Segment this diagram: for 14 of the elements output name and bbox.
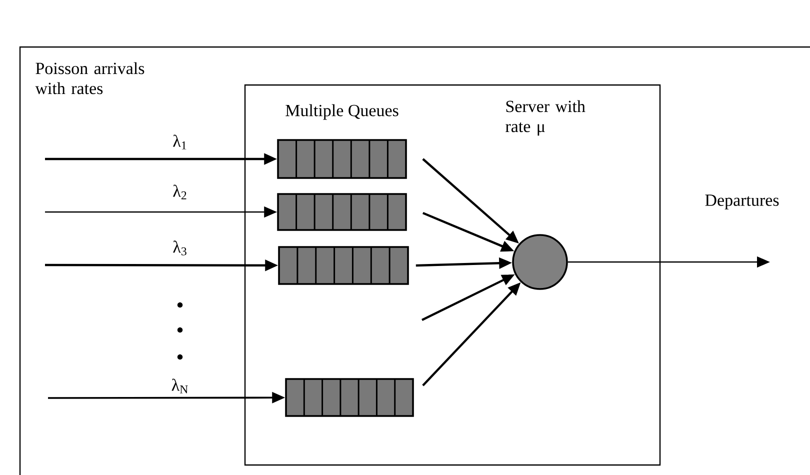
server-circle <box>512 234 568 290</box>
edge-label: λ$_{1}$ <box>173 134 186 150</box>
edge-label: λ$_{3}$ <box>173 240 186 256</box>
edge-label: λ$_{2}$ <box>173 184 186 200</box>
edge-label: Departures <box>705 194 779 210</box>
edge-label: λ$_{N}$ <box>172 378 188 394</box>
queue-drawing <box>278 246 409 285</box>
queue-drawing <box>277 139 407 179</box>
system-box <box>244 84 661 466</box>
queue-drawing <box>277 193 407 231</box>
text-label: Server with rate μ <box>506 100 586 136</box>
text-label: Multiple Queues <box>286 104 398 120</box>
queue-drawing <box>285 378 414 417</box>
text-label: Poisson arrivals with rates <box>35 62 144 94</box>
